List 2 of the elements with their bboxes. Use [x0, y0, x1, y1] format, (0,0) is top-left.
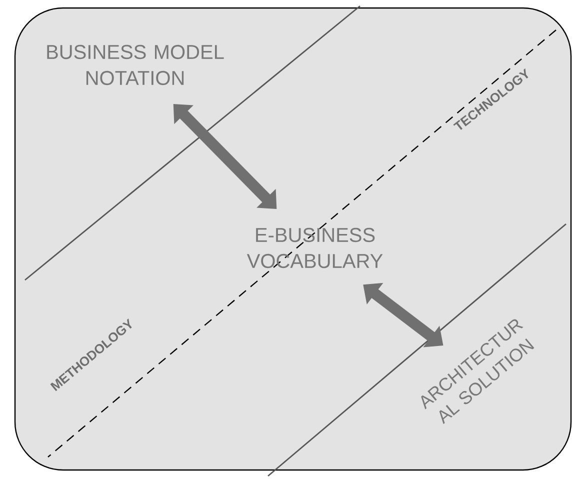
double-arrow [173, 104, 277, 209]
heading-text: BUSINESS MODEL NOTATION [47, 44, 224, 86]
